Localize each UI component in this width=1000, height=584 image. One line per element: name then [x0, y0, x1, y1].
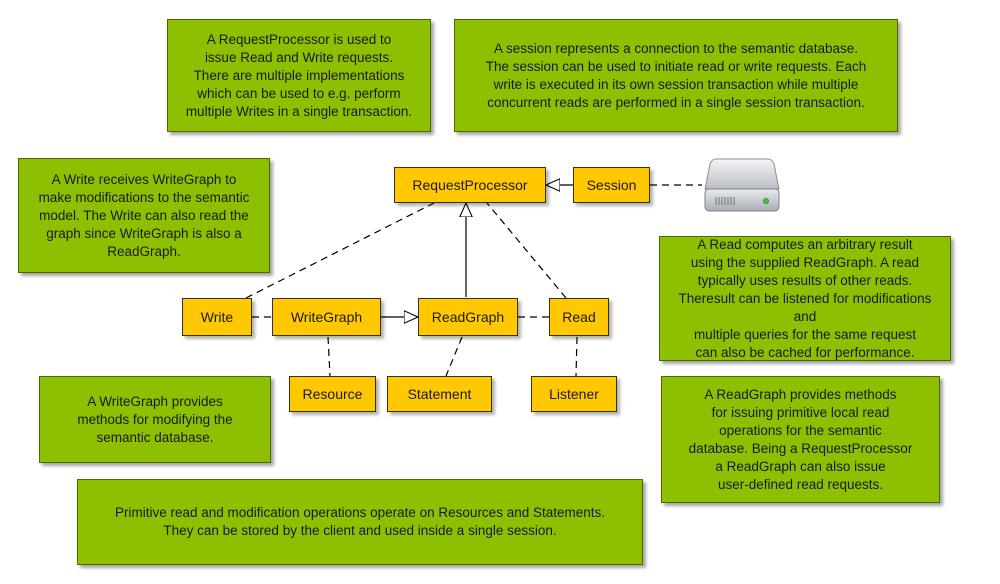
session-box[interactable]: Session [573, 167, 650, 203]
write-box[interactable]: Write [182, 298, 252, 336]
request-processor-note: A RequestProcessor is used to issue Read… [167, 19, 431, 132]
statement-box[interactable]: Statement [387, 376, 492, 412]
session-note: A session represents a connection to the… [454, 19, 898, 132]
read-graph-box[interactable]: ReadGraph [418, 298, 518, 336]
writegraph-resource-edge [327, 336, 331, 377]
resource-box[interactable]: Resource [289, 376, 376, 412]
request-processor-box[interactable]: RequestProcessor [394, 167, 546, 203]
write-requestprocessor-edge [245, 202, 435, 299]
primitives-note: Primitive read and modification operatio… [77, 479, 643, 565]
read-box[interactable]: Read [549, 298, 609, 336]
listener-box[interactable]: Listener [531, 376, 617, 412]
readgraph-statement-edge [445, 336, 463, 377]
hard-drive-icon [704, 158, 780, 212]
write-graph-box[interactable]: WriteGraph [272, 298, 381, 336]
read-requestprocessor-edge [486, 202, 567, 299]
read-listener-edge [575, 336, 578, 377]
read-graph-note: A ReadGraph provides methods for issuing… [661, 376, 940, 503]
write-note: A Write receives WriteGraph to make modi… [18, 158, 270, 273]
read-note: A Read computes an arbitrary result usin… [659, 236, 951, 361]
write-graph-note: A WriteGraph provides methods for modify… [39, 376, 271, 463]
